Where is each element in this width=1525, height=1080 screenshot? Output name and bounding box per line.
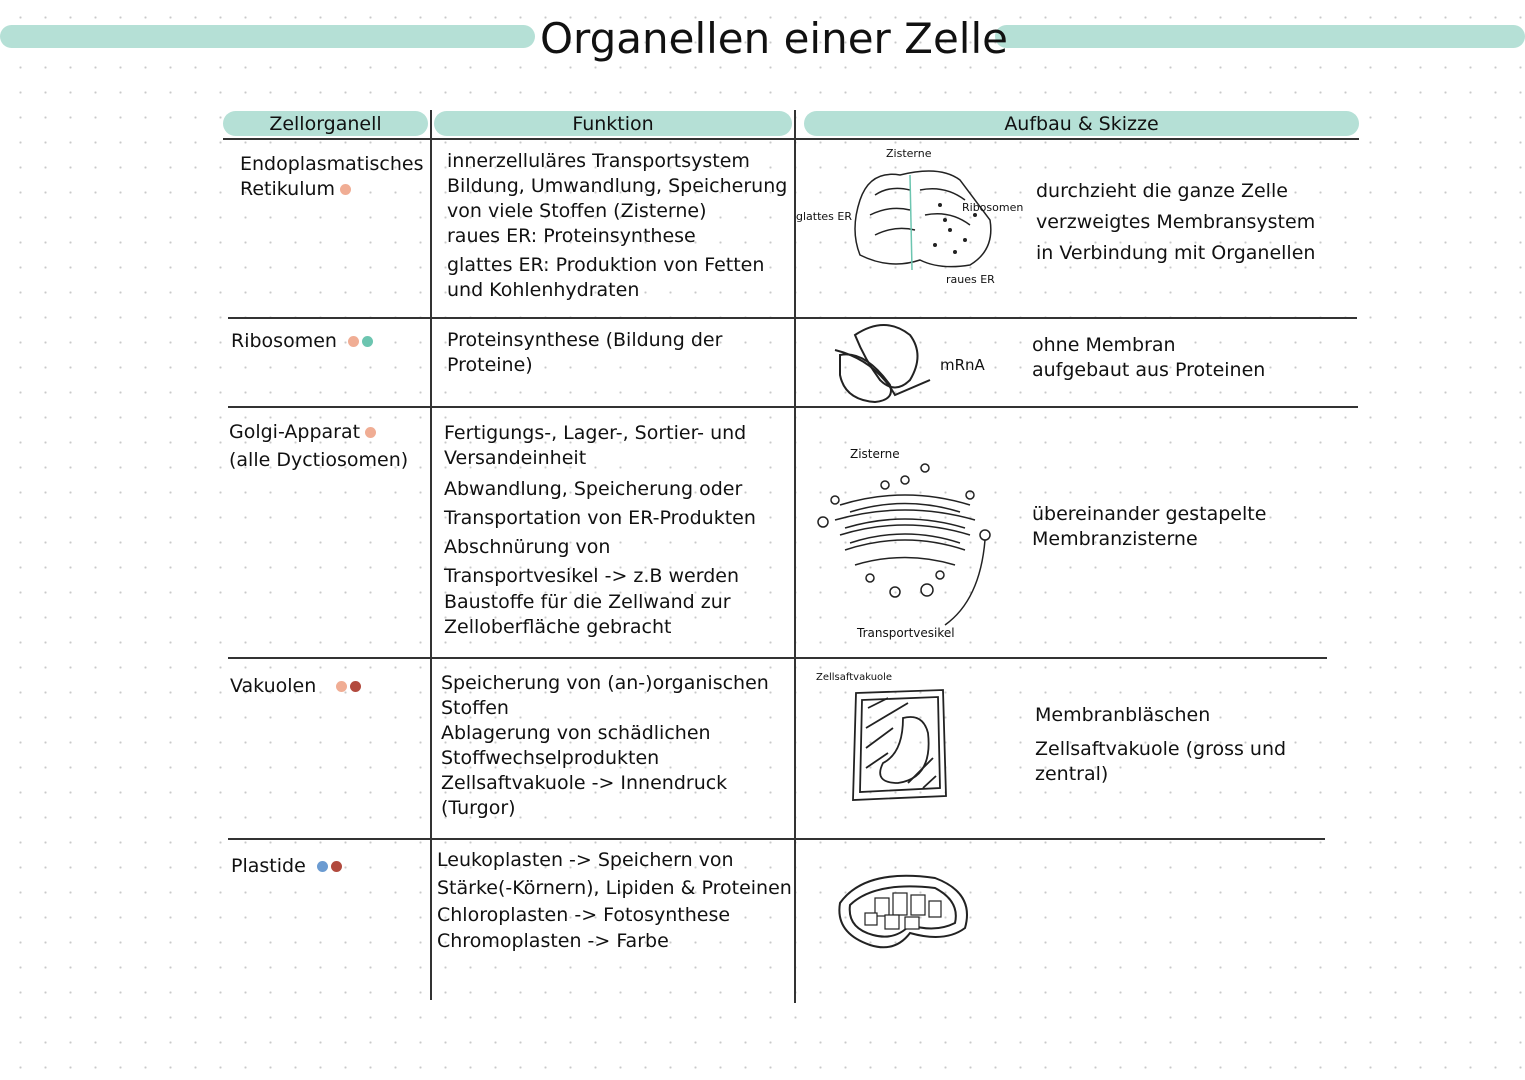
er-sketch xyxy=(854,170,992,271)
row-divider xyxy=(228,657,1327,659)
header-funktion: Funktion xyxy=(434,111,792,136)
sketch-label: Transportvesikel xyxy=(857,626,955,640)
organelle-name: Ribosomen xyxy=(231,329,373,354)
row-divider xyxy=(228,317,1357,319)
color-dot xyxy=(336,681,348,692)
ribosome-sketch xyxy=(834,324,931,404)
color-dot xyxy=(347,336,359,347)
organelle-name: Vakuolen xyxy=(230,674,362,699)
header-zellorganell: Zellorganell xyxy=(223,111,428,136)
organelle-name: Plastide xyxy=(231,854,342,879)
page-title: Organellen einer Zelle xyxy=(540,14,1008,63)
sketch-label: raues ER xyxy=(946,273,995,286)
sketch-label: Zellsaftvakuole xyxy=(816,672,893,683)
row-divider xyxy=(228,406,1358,408)
color-dot xyxy=(350,681,362,692)
sketch-label: mRnA xyxy=(940,356,985,374)
header-aufbau: Aufbau & Skizze xyxy=(804,111,1359,136)
column-divider xyxy=(430,110,432,1000)
color-dot xyxy=(361,336,373,347)
color-dot xyxy=(330,861,342,872)
color-dot xyxy=(365,427,377,438)
title-bar-right xyxy=(995,25,1525,48)
sketch-label: Ribosomen xyxy=(962,201,1024,214)
color-dot xyxy=(340,184,352,195)
column-divider xyxy=(794,110,796,1003)
sketch-label: Zisterne xyxy=(886,147,932,160)
organelle-name: Golgi-Apparat (alle Dyctiosomen) xyxy=(229,421,409,471)
organelle-name: Endoplasmatisches Retikulum xyxy=(240,153,424,200)
color-dot xyxy=(316,861,328,872)
chloroplast-sketch xyxy=(838,874,968,949)
title-bar-left xyxy=(0,25,535,48)
vacuole-sketch xyxy=(852,689,947,801)
golgi-sketch xyxy=(817,463,991,626)
sketch-label: Zisterne xyxy=(850,447,900,461)
header-divider xyxy=(223,138,1359,140)
row-divider xyxy=(228,838,1325,840)
sketch-label: glattes ER xyxy=(796,210,852,223)
